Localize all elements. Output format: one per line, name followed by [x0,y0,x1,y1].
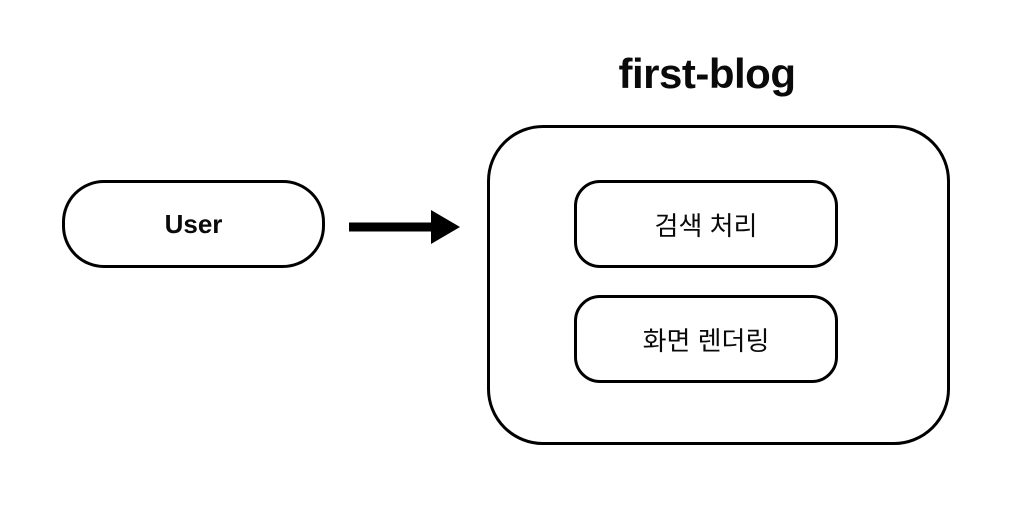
node-screen-rendering-label: 화면 렌더링 [642,325,770,356]
node-search-processing-label: 검색 처리 [654,210,758,241]
diagram-title: first-blog [618,50,796,97]
node-search-processing: 검색 처리 [574,180,838,268]
node-user: User [62,180,325,268]
node-screen-rendering: 화면 렌더링 [574,295,838,383]
arrow-right-icon [349,210,460,244]
node-first-blog-container: 검색 처리 화면 렌더링 [487,125,950,445]
node-user-label: User [164,208,223,239]
